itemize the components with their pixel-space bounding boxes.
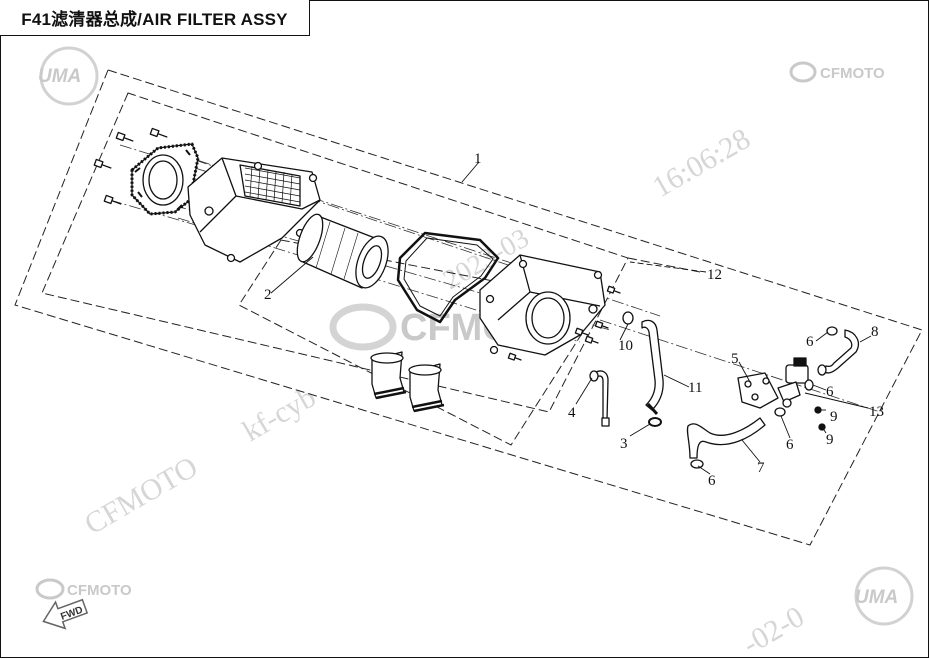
hose-11: [641, 319, 664, 416]
stamp-cfmoto: CFMOTO: [79, 450, 203, 541]
callout-2: 2: [264, 287, 272, 303]
uma-logo-top-text: UMA: [38, 66, 81, 87]
callout-9-top: 9: [830, 409, 838, 425]
airbox-gasket: [396, 231, 500, 324]
uma-logo-bottom-text: UMA: [855, 587, 898, 608]
breather-hose-4: [589, 370, 610, 427]
callout-6-bottom: 6: [708, 473, 716, 489]
outer-assembly-outline: [14, 69, 923, 546]
callout-labels: 1 2 3 4 5 6 6 6 6 6 7 8 9 9 10 11 12 13: [264, 151, 884, 489]
callout-12: 12: [707, 267, 722, 283]
callout-4: 4: [568, 405, 576, 421]
mounting-plate-5: [737, 372, 779, 409]
callout-11: 11: [688, 380, 702, 396]
intake-boots: [370, 351, 445, 413]
hose-8: [817, 326, 860, 376]
stamp-user-bottom: kf-cyb: [237, 380, 321, 448]
cfmoto-logo-top: CFMOTO: [789, 61, 885, 83]
intake-flange: [130, 142, 200, 216]
valve-13: [777, 357, 809, 408]
fwd-arrow: FWD: [42, 598, 89, 630]
callout-1: 1: [474, 151, 482, 167]
callout-7: 7: [757, 460, 765, 476]
filter-element: [296, 213, 389, 289]
diagram-title: F41滤清器总成/AIR FILTER ASSY: [21, 10, 288, 29]
title-box: F41滤清器总成/AIR FILTER ASSY: [0, 0, 310, 36]
callout-13: 13: [869, 404, 884, 420]
stamp-date-bottom: -02-0: [737, 600, 810, 659]
parts: [93, 127, 860, 469]
leader-lines: [270, 161, 872, 475]
cfmoto-logo-top-text: CFMOTO: [820, 65, 885, 82]
subassembly-outline-12: [238, 239, 603, 446]
hose-7: [686, 417, 766, 469]
bolts-left: [93, 127, 168, 205]
inner-assembly-outline: [41, 92, 629, 413]
assembly-boundaries: [14, 69, 923, 546]
callout-6-top: 6: [806, 334, 814, 350]
clamp-3: [648, 417, 662, 427]
callout-9-bottom: 9: [826, 432, 834, 448]
airbox-rear: [479, 254, 606, 356]
watermark-layer: UMA CFMOTO CFMOTO CFMOTO UMA CFMOTO kf-c…: [35, 46, 914, 659]
callout-3: 3: [620, 436, 628, 452]
uma-logo-bottom: UMA: [854, 566, 914, 626]
stamp-time: 16:06:28: [647, 122, 756, 204]
callout-10: 10: [618, 338, 633, 354]
callout-8: 8: [871, 324, 879, 340]
callout-5: 5: [731, 351, 739, 367]
callout-6-right: 6: [826, 384, 834, 400]
uma-logo-top: UMA: [38, 46, 99, 106]
bolts-right: [507, 285, 621, 361]
cfmoto-logo-bottom: CFMOTO: [35, 578, 132, 600]
cfmoto-logo-bottom-text: CFMOTO: [67, 582, 132, 599]
callout-6-mid: 6: [786, 437, 794, 453]
clamp-10: [622, 311, 634, 325]
